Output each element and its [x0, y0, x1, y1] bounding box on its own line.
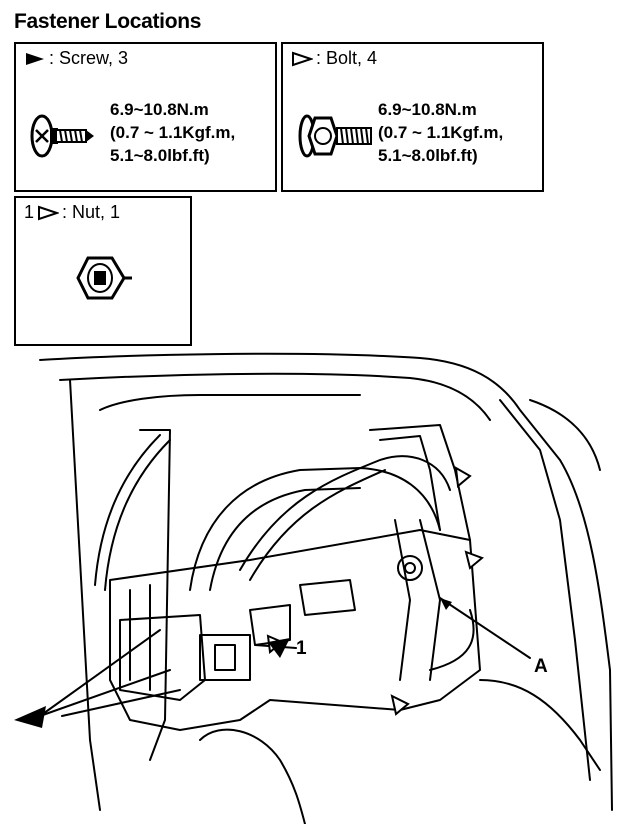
- bolt-marker-icon: [454, 466, 472, 488]
- open-triangle-icon: [292, 51, 313, 66]
- callout-1: 1: [296, 638, 307, 659]
- nut-icon: [76, 256, 132, 300]
- bolt-marker-icon: [464, 550, 484, 570]
- bolt-torque-lbf: 5.1~8.0lbf.ft): [378, 146, 478, 165]
- screw-header: : Screw, 3: [24, 48, 128, 69]
- bolt-header: : Bolt, 4: [291, 48, 377, 69]
- bolt-torque: 6.9~10.8N.m (0.7 ~ 1.1Kgf.m, 5.1~8.0lbf.…: [378, 98, 503, 167]
- door-inner-panel: [189, 467, 441, 591]
- filled-triangle-icon: [26, 52, 44, 65]
- screw-spec-box: : Screw, 3 6.9~10.8N.m (0.7 ~ 1.1Kgf.m, …: [14, 42, 277, 192]
- door-module-drawing: [14, 352, 613, 824]
- nut-label: : Nut, 1: [62, 202, 121, 222]
- nut-prefix: 1: [24, 202, 35, 222]
- arrow-a-icon: [440, 598, 452, 610]
- screw-marker-icon: [14, 706, 46, 728]
- cable-upper: [239, 455, 451, 571]
- screw-torque-nm: 6.9~10.8N.m: [110, 100, 209, 119]
- screw-label: : Screw, 3: [49, 48, 129, 68]
- cable-left: [104, 439, 171, 591]
- bolt-label: : Bolt, 4: [316, 48, 378, 68]
- motor-gear: [397, 555, 423, 581]
- bolt-torque-nm: 6.9~10.8N.m: [378, 100, 477, 119]
- bolt-marker-icon: [390, 694, 410, 716]
- regulator-rail: [369, 424, 471, 541]
- page-title: Fastener Locations: [14, 10, 202, 33]
- bolt-torque-kgf: (0.7 ~ 1.1Kgf.m,: [378, 123, 504, 142]
- door-frame-outline: [39, 352, 613, 811]
- screw-icon: [30, 114, 94, 158]
- screw-torque: 6.9~10.8N.m (0.7 ~ 1.1Kgf.m, 5.1~8.0lbf.…: [110, 98, 235, 167]
- open-triangle-icon: [38, 205, 60, 220]
- door-latch: [119, 614, 206, 701]
- leader-lines: [39, 629, 181, 717]
- nut-marker-icon: [268, 638, 290, 658]
- bolt-spec-box: : Bolt, 4 6.9~10.8N.m (0.7 ~ 1.1Kgf.m, 5…: [281, 42, 544, 192]
- screw-torque-lbf: 5.1~8.0lbf.ft): [110, 146, 210, 165]
- callout-a: A: [534, 656, 548, 677]
- bolt-icon: [298, 114, 372, 158]
- nut-header: 1 : Nut, 1: [24, 202, 120, 223]
- nut-spec-box: 1 : Nut, 1: [14, 196, 192, 346]
- screw-torque-kgf: (0.7 ~ 1.1Kgf.m,: [110, 123, 236, 142]
